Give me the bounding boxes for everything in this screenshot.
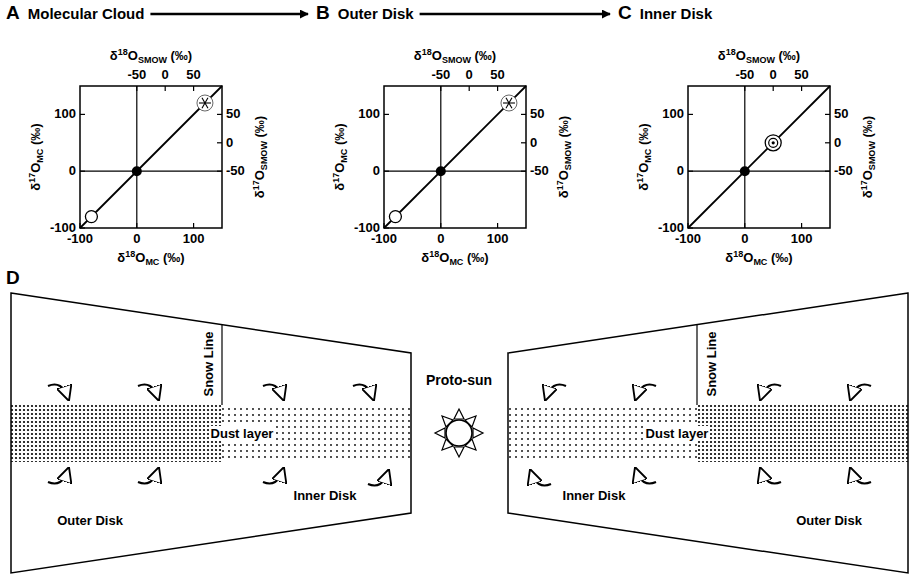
plot-b	[384, 86, 526, 228]
tick-label: -50	[530, 163, 549, 179]
disk-region: Snow LineDust layerInner DiskOuter Disk	[507, 292, 909, 574]
axis-title: δ18OSMOW (‰)	[110, 48, 192, 64]
tick-label: 50	[186, 67, 200, 83]
tick-label: -100	[67, 231, 93, 247]
dust-layer-label: Dust layer	[644, 426, 711, 441]
plot-a	[80, 86, 222, 228]
tick-label: -100	[371, 231, 397, 247]
tick-label: 0	[466, 67, 473, 83]
tick-label: 0	[437, 231, 444, 247]
tick-label: 0	[133, 231, 140, 247]
tick-label: 0	[770, 67, 777, 83]
tick-label: 0	[162, 67, 169, 83]
panel-title-text: Inner Disk	[640, 5, 713, 22]
tick-label: -50	[834, 163, 853, 179]
axis-title: δ18OMC (‰)	[725, 250, 792, 266]
tick-label: -100	[675, 231, 701, 247]
axis-title: δ18OSMOW (‰)	[718, 48, 800, 64]
tick-label: -50	[431, 67, 450, 83]
axis-title: δ18OSMOW (‰)	[414, 48, 496, 64]
axis-title: δ17OMC (‰)	[332, 123, 348, 190]
tick-label: -50	[127, 67, 146, 83]
panel-title: A Molecular Cloud	[6, 2, 144, 24]
region-label: Outer Disk	[55, 513, 125, 528]
plot-c	[688, 86, 830, 228]
tick-label: 50	[834, 106, 848, 122]
snow-line-label: Snow Line	[704, 330, 719, 399]
tick-label: 0	[677, 163, 684, 179]
panel-letter: A	[6, 2, 20, 24]
panel-title-text: Outer Disk	[338, 5, 414, 22]
tick-label: -50	[226, 163, 245, 179]
tick-label: 100	[54, 106, 76, 122]
axis-title: δ17OSMOW (‰)	[860, 116, 876, 198]
tick-label: 50	[490, 67, 504, 83]
dust-layer-label: Dust layer	[209, 426, 276, 441]
panel-letter: D	[6, 270, 20, 286]
snow-line-label: Snow Line	[201, 330, 216, 399]
tick-label: 0	[834, 135, 841, 151]
axis-title: δ17OSMOW (‰)	[252, 116, 268, 198]
panel-letter: B	[316, 2, 330, 24]
panel-title-text: Molecular Cloud	[28, 5, 145, 22]
tick-label: 50	[226, 106, 240, 122]
stage-arrow	[420, 13, 610, 16]
disk-region: Snow LineDust layerOuter Disk Inner Disk	[10, 292, 412, 574]
tick-label: 50	[530, 106, 544, 122]
tick-label: -50	[735, 67, 754, 83]
panel-title: C Inner Disk	[618, 2, 712, 24]
panel-title: B Outer Disk	[316, 2, 414, 24]
axis-title: δ17OMC (‰)	[636, 123, 652, 190]
axis-title: δ17OSMOW (‰)	[556, 116, 572, 198]
tick-label: 100	[791, 231, 813, 247]
tick-label: 0	[373, 163, 380, 179]
tick-label: 0	[226, 135, 233, 151]
tick-label: 100	[358, 106, 380, 122]
region-label: Inner Disk	[292, 488, 359, 503]
tick-label: 100	[183, 231, 205, 247]
tick-label: 0	[69, 163, 76, 179]
region-label: Inner Disk	[561, 488, 628, 503]
axis-title: δ18OMC (‰)	[117, 250, 184, 266]
tick-label: 0	[741, 231, 748, 247]
tick-label: 50	[794, 67, 808, 83]
panel-letter: C	[618, 2, 632, 24]
tick-label: 0	[530, 135, 537, 151]
region-label: Outer Disk	[794, 513, 864, 528]
axis-title: δ18OMC (‰)	[421, 250, 488, 266]
stage-arrow	[150, 13, 308, 16]
axis-title: δ17OMC (‰)	[28, 123, 44, 190]
proto-sun-label: Proto-sun	[426, 372, 492, 388]
tick-label: 100	[662, 106, 684, 122]
tick-label: 100	[487, 231, 509, 247]
